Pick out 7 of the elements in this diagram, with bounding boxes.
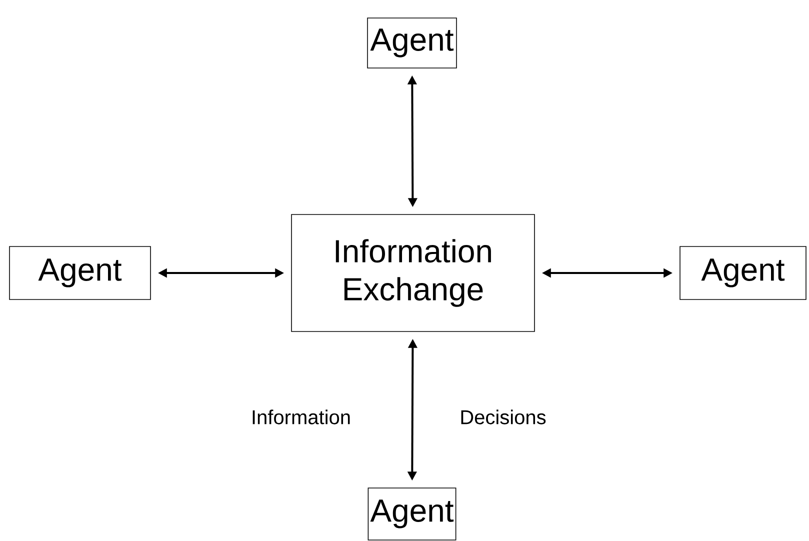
flow-label: Information (252, 410, 350, 424)
agent-box: Agent (680, 246, 806, 300)
flow-label: Decisions (461, 410, 546, 424)
agent-box: Agent (367, 18, 457, 68)
agent-box: Agent (9, 246, 151, 300)
agent-box: Agent (368, 488, 456, 540)
exchange-box: Information Exchange (291, 214, 535, 332)
